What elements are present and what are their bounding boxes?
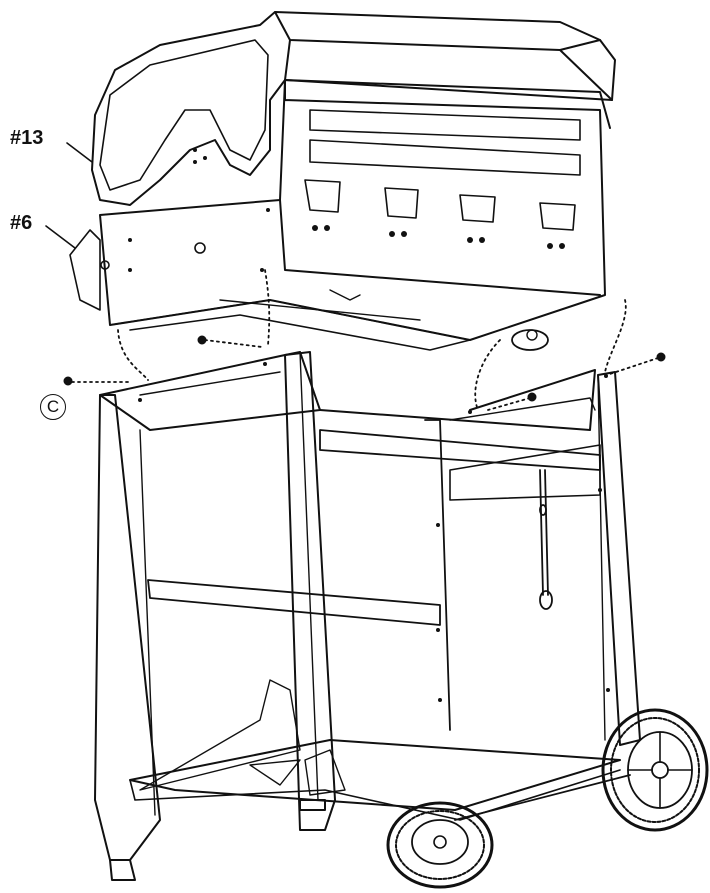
part-label-c: C [40, 394, 66, 420]
wheel-right [601, 708, 709, 832]
wheel-left [386, 801, 494, 889]
callout-leaders [45, 142, 93, 249]
lid [91, 11, 616, 206]
port-holes [312, 225, 565, 249]
part-label-6: #6 [10, 212, 33, 234]
part-label-13: #13 [10, 127, 44, 149]
firebox [99, 79, 606, 341]
screws [63, 335, 666, 402]
grill-head [69, 11, 616, 351]
hanging-cord [539, 469, 553, 610]
cart-frame [94, 351, 641, 881]
alignment-guides [71, 269, 659, 411]
bottom-shelf [129, 739, 621, 811]
burner-ports [304, 179, 576, 231]
